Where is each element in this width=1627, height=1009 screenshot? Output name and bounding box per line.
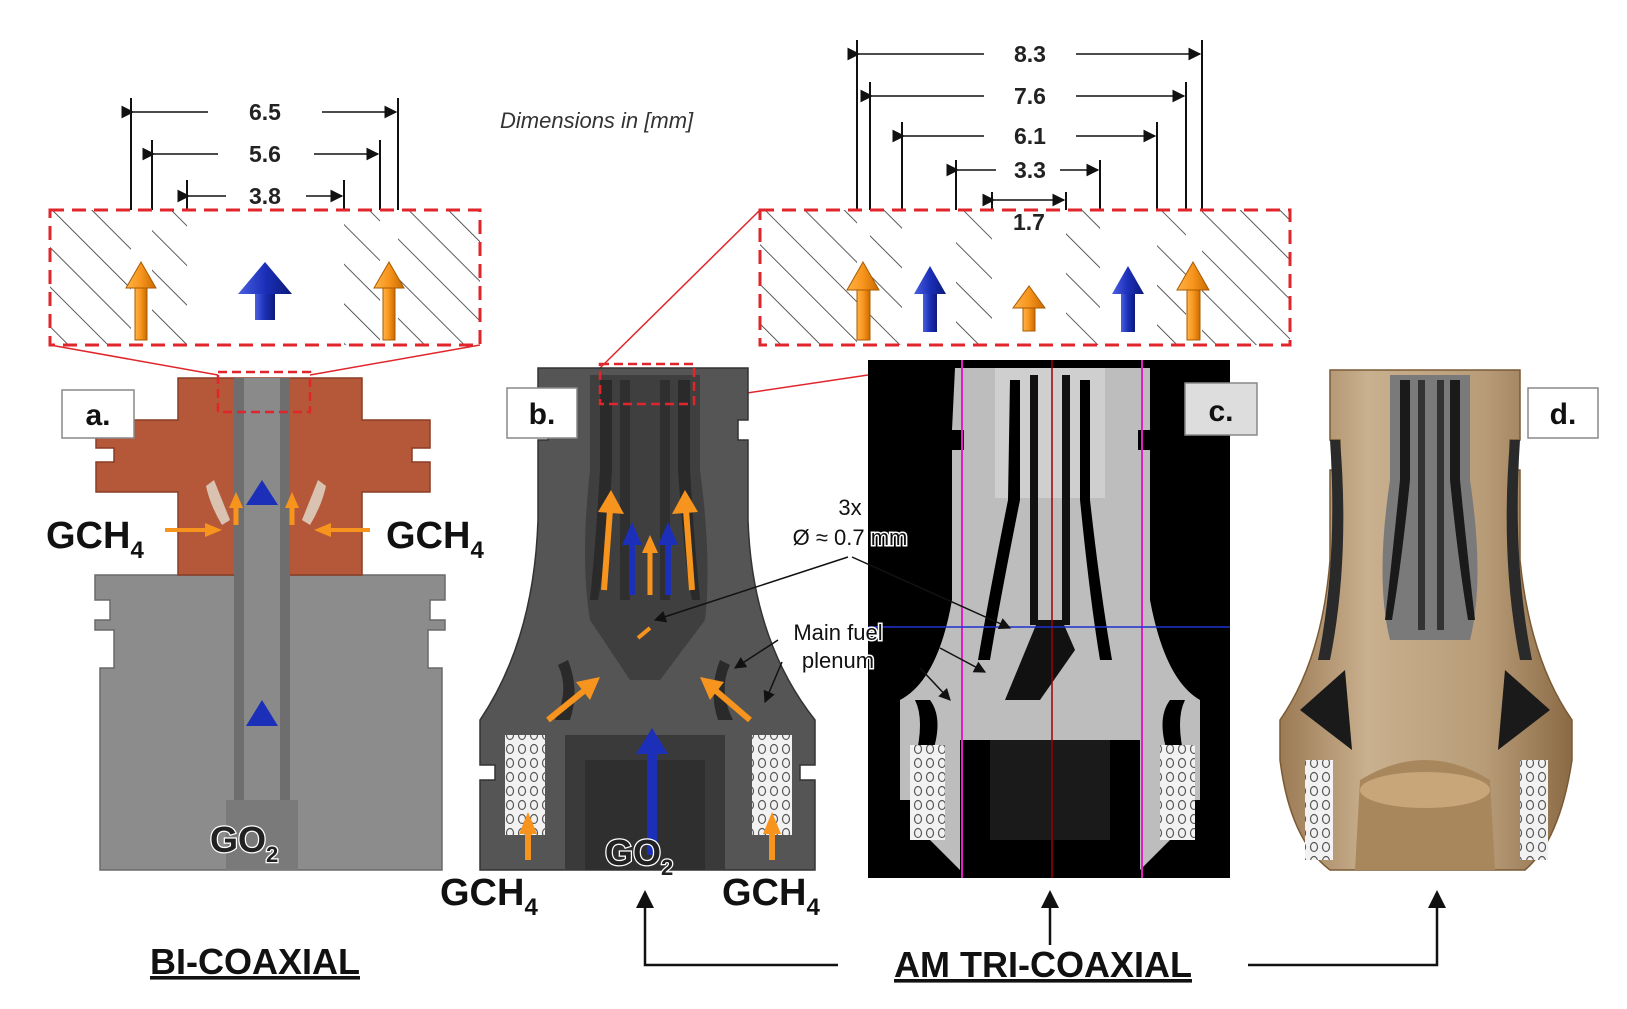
dim-8-3: 8.3: [1014, 41, 1046, 67]
dim-3-8: 3.8: [249, 183, 281, 209]
gch4-label: GCH4: [722, 872, 820, 921]
dim-7-6: 7.6: [1014, 83, 1046, 109]
panel-label-d: d.: [1550, 398, 1577, 431]
go2-label: GO2: [605, 832, 673, 880]
hole-diameter-label: Ø ≈ 0.7 mm: [793, 525, 908, 550]
go2-label: GO2: [210, 819, 278, 867]
dim-6-5: 6.5: [249, 99, 281, 125]
gch4-label: GCH4: [440, 872, 538, 921]
oxidizer-arrow: [238, 262, 292, 320]
tri-coaxial-detail: 1.7: [758, 208, 1292, 347]
panel-label-a: a.: [85, 399, 110, 432]
bi-coaxial-detail: [48, 208, 482, 347]
panel-label-c: c.: [1208, 395, 1233, 428]
gch4-label: GCH4: [386, 515, 484, 564]
bi-coaxial-injector: a. GCH4 GCH4 GO2: [46, 370, 484, 871]
plenum-label: plenum: [802, 648, 874, 673]
tri-coaxial-title: AM TRI-COAXIAL: [894, 944, 1192, 985]
tri-coaxial-photo: d.: [1279, 369, 1599, 871]
dim-6-1: 6.1: [1014, 123, 1046, 149]
fuel-arrow: [1176, 260, 1210, 341]
dimensions-note: Dimensions in [mm]: [500, 108, 694, 133]
fuel-arrow: [1012, 285, 1046, 332]
fuel-arrow: [846, 260, 880, 341]
tri-coaxial-pointers: [636, 890, 1446, 967]
oxidizer-arrow: [914, 266, 946, 332]
bi-coaxial-title: BI-COAXIAL: [150, 941, 360, 982]
dim-5-6: 5.6: [249, 141, 281, 167]
panel-label-b: b.: [529, 398, 556, 431]
oxidizer-arrow: [1112, 266, 1144, 332]
plenum-label: Main fuel: [793, 620, 882, 645]
fuel-arrow: [125, 260, 157, 341]
tri-coaxial-cad-section: b. GO2 GCH4 GCH4: [440, 362, 820, 921]
hole-count-label: 3x: [838, 495, 861, 520]
dim-1-7: 1.7: [1013, 209, 1045, 235]
gch4-label: GCH4: [46, 515, 144, 564]
fuel-arrow: [373, 260, 405, 341]
dim-3-3: 3.3: [1014, 157, 1046, 183]
tri-coaxial-ct-scan: c. 3x Ø ≈ 0.7 mm Main fuel plenum: [653, 360, 1258, 878]
